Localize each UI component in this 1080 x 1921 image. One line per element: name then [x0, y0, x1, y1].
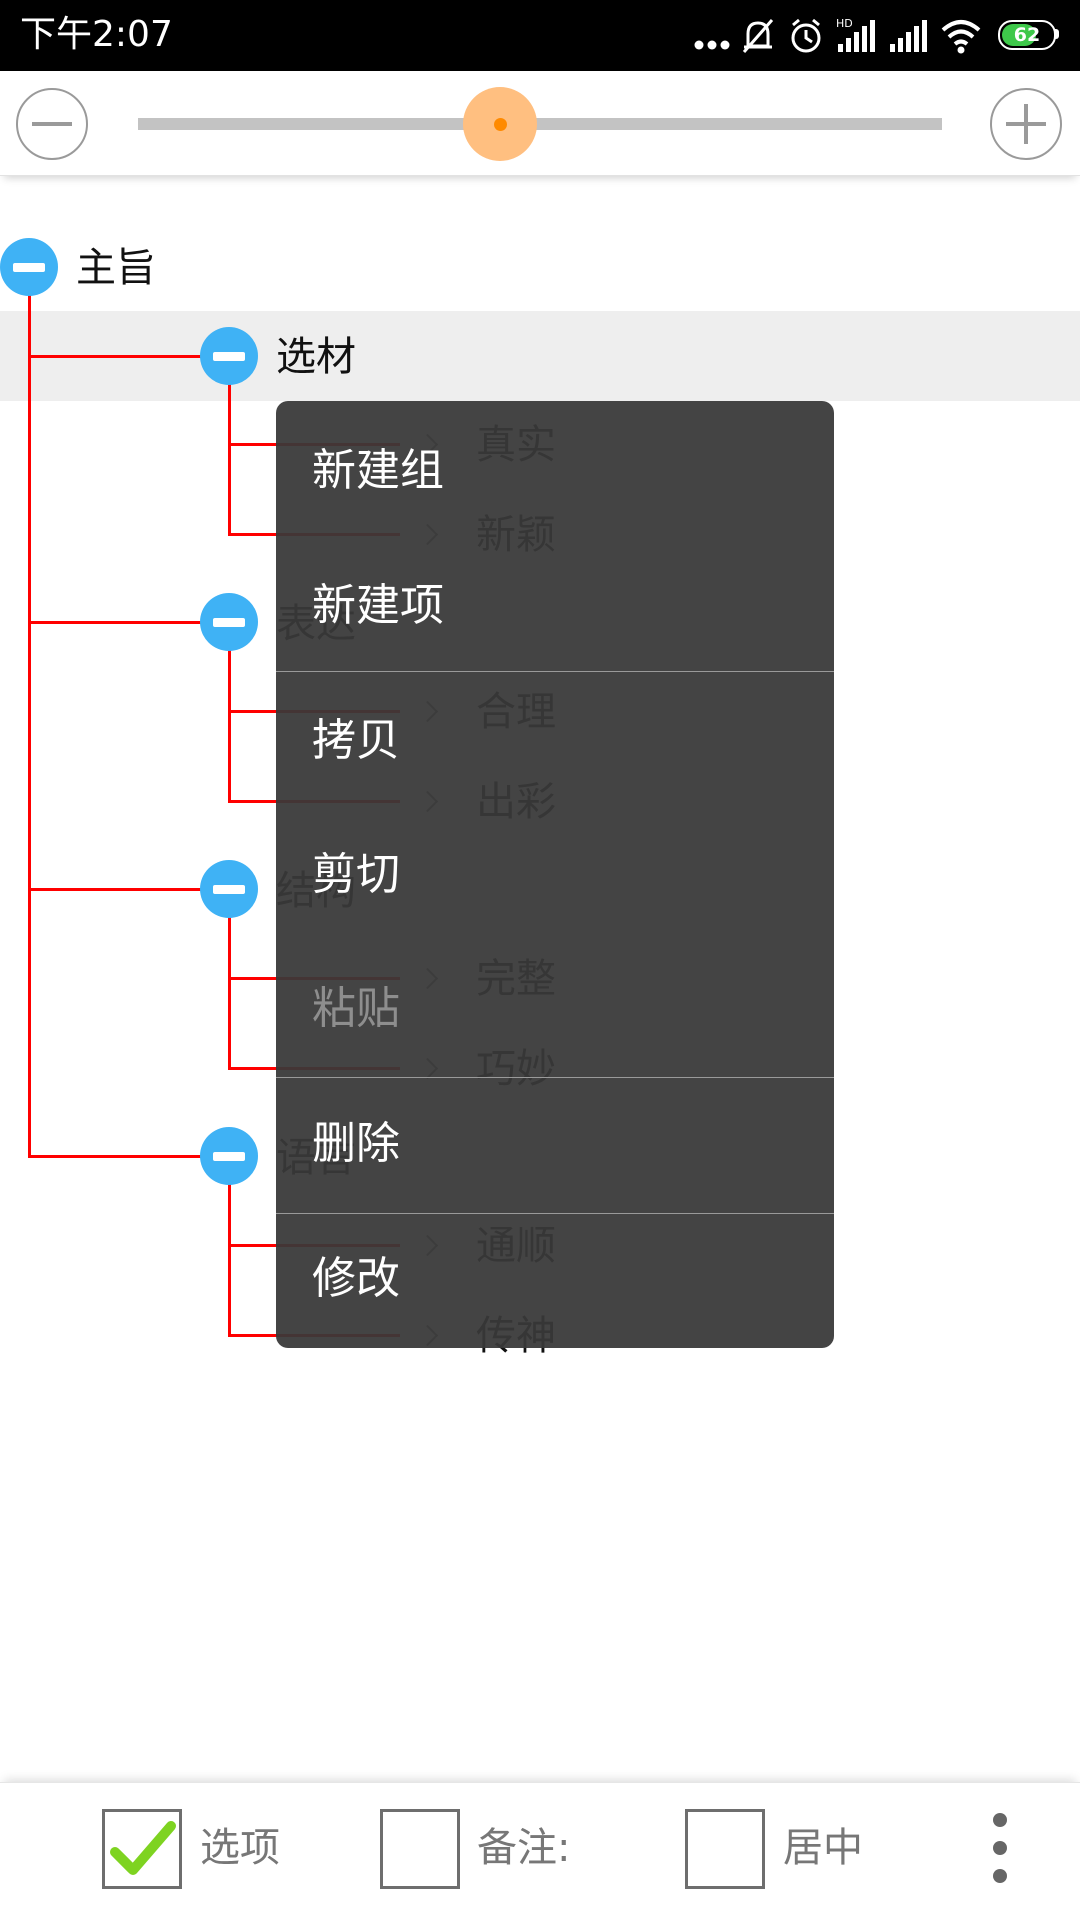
hd-signal-icon: HD — [836, 17, 875, 52]
status-time: 下午2:07 — [20, 14, 173, 55]
menu-divider — [276, 671, 834, 672]
zoom-slider[interactable] — [138, 118, 942, 130]
zoom-in-button[interactable] — [990, 88, 1062, 160]
more-vertical-icon[interactable] — [975, 1805, 1025, 1901]
tree-connector — [28, 355, 229, 358]
zoom-out-button[interactable] — [16, 88, 88, 160]
options-label[interactable]: 选项 — [200, 1825, 280, 1871]
wifi-icon — [941, 20, 981, 54]
mute-icon — [742, 19, 774, 53]
collapse-node-button-group-1[interactable] — [200, 327, 258, 385]
checkmark-icon — [110, 1821, 176, 1875]
tree-connector — [228, 1184, 231, 1336]
context-menu: 新建组 新建项 拷贝 剪切 粘贴 删除 修改 — [276, 401, 834, 1348]
zoom-slider-thumb[interactable] — [462, 87, 537, 161]
collapse-node-button-root[interactable] — [0, 238, 58, 296]
collapse-node-button-group-3[interactable] — [200, 860, 258, 918]
tree-node-root[interactable]: 主旨 — [76, 245, 156, 291]
menu-item-edit[interactable]: 修改 — [312, 1253, 400, 1304]
tree-connector — [28, 621, 229, 624]
note-label[interactable]: 备注: — [477, 1825, 571, 1871]
menu-item-delete[interactable]: 删除 — [312, 1118, 400, 1169]
tree-node-group[interactable]: 选材 — [276, 334, 356, 380]
tree-connector — [28, 888, 229, 891]
menu-divider — [276, 1213, 834, 1214]
collapse-node-button-group-4[interactable] — [200, 1127, 258, 1185]
options-checkbox[interactable] — [102, 1809, 182, 1889]
more-dots-icon — [694, 40, 730, 50]
center-label[interactable]: 居中 — [783, 1825, 863, 1871]
menu-item-cut[interactable]: 剪切 — [312, 849, 400, 900]
collapse-node-button-group-2[interactable] — [200, 593, 258, 651]
center-checkbox[interactable] — [685, 1809, 765, 1889]
menu-divider — [276, 1077, 834, 1078]
note-checkbox[interactable] — [380, 1809, 460, 1889]
status-bar: 下午2:07 HD 62 — [0, 0, 1080, 71]
battery-icon: 62 — [998, 20, 1060, 50]
battery-level: 62 — [1013, 24, 1041, 46]
svg-text:HD: HD — [836, 17, 853, 30]
signal-icon — [890, 20, 927, 52]
tree-connector — [28, 1155, 229, 1158]
tree-connector — [228, 917, 231, 1069]
menu-item-new-item[interactable]: 新建项 — [312, 580, 444, 631]
plus-icon — [1006, 104, 1046, 144]
tree-connector — [228, 650, 231, 802]
menu-item-paste: 粘贴 — [312, 983, 400, 1034]
minus-icon — [32, 122, 72, 126]
tree-connector — [228, 384, 231, 535]
menu-item-new-group[interactable]: 新建组 — [312, 445, 444, 496]
alarm-icon — [791, 18, 821, 53]
menu-item-copy[interactable]: 拷贝 — [312, 715, 400, 766]
tree-connector — [28, 267, 31, 1157]
